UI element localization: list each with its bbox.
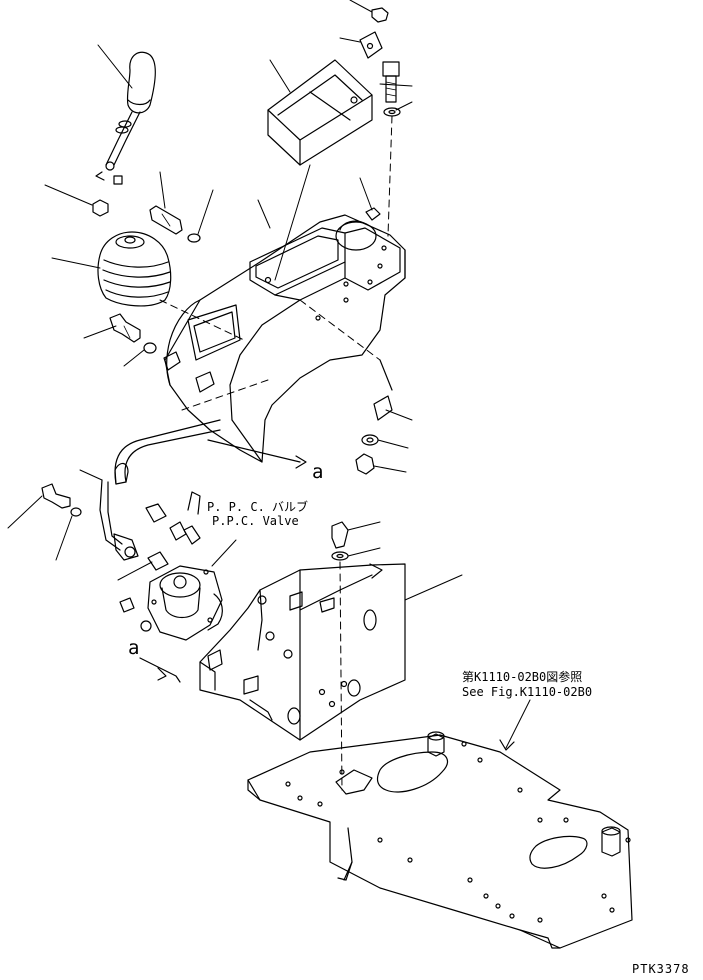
floor-plate	[247, 699, 633, 949]
drawing-code: PTK3378	[632, 962, 690, 976]
lever-boot	[51, 231, 245, 341]
top-bracket-plate	[339, 31, 383, 59]
console-right-washer	[361, 434, 409, 449]
console-washer	[187, 189, 214, 243]
console-right-nut	[355, 453, 407, 475]
monitor-cover	[267, 59, 373, 281]
reference-label-en: See Fig.K1110-02B0	[462, 685, 593, 699]
console-right-clip	[373, 395, 413, 421]
lever-rod	[79, 419, 221, 561]
bracket-washer	[331, 547, 381, 791]
ppc-valve	[119, 491, 237, 641]
ppc-valve-label-jp: P. P. C. バルブ	[207, 500, 309, 514]
lever-boot-nut	[44, 184, 109, 217]
console-to-connector-line	[181, 379, 307, 469]
console-housing	[163, 177, 406, 463]
top-washer	[383, 101, 413, 237]
connector-a-lower-arrow	[139, 657, 181, 683]
console-side-bolt	[83, 313, 141, 343]
console-bolt	[149, 171, 183, 235]
lever-knob	[95, 44, 156, 185]
valve-bracket	[199, 563, 463, 741]
top-cap-nut	[349, 0, 389, 23]
bracket-bolt	[331, 521, 381, 549]
console-side-washer	[123, 342, 157, 367]
connector-a-upper: a	[312, 461, 324, 483]
ppc-valve-label-en: P.P.C. Valve	[212, 514, 299, 528]
reference-label-jp: 第K1110-02B0図参照	[462, 670, 583, 684]
top-bolt	[379, 61, 413, 103]
lever-mount-washer	[55, 507, 82, 561]
connector-a-lower: a	[128, 637, 140, 659]
lever-mount-bolt	[7, 483, 71, 529]
